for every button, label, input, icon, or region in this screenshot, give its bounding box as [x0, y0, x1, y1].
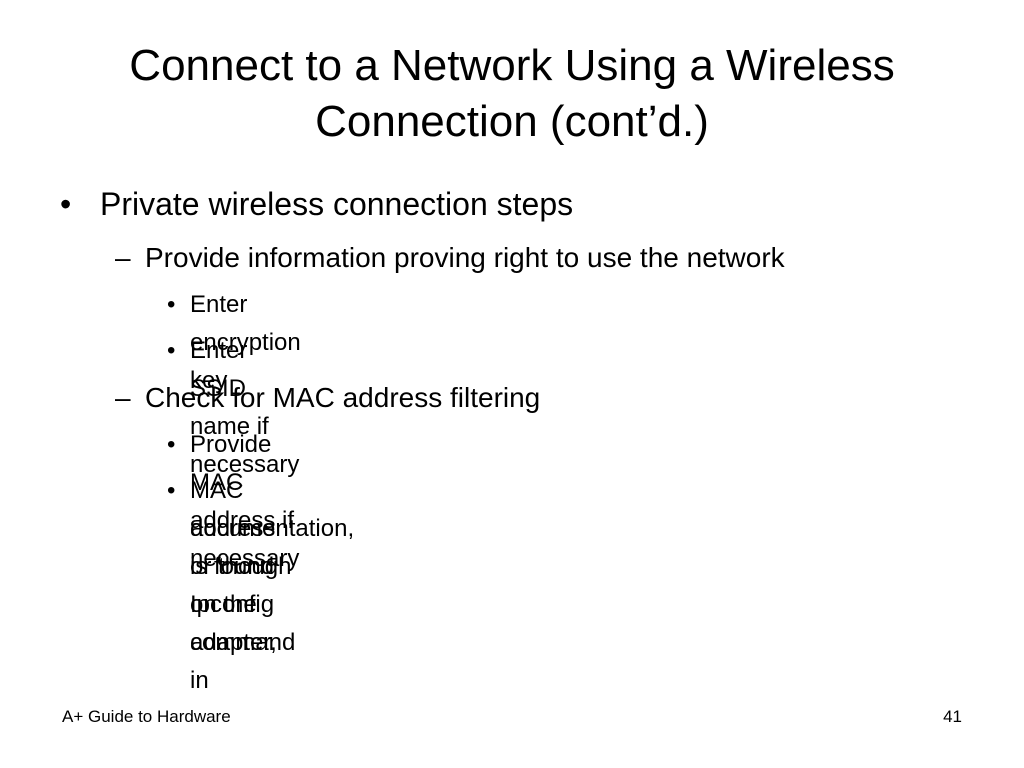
bullet-marker: • — [167, 431, 176, 458]
slide-number: 41 — [943, 707, 962, 726]
title-line-1: Connect to a Network Using a Wireless — [129, 41, 895, 90]
slide-title: Connect to a Network Using a Wireless Co… — [40, 38, 984, 150]
sub-sub-item-text: Enter encryption key — [190, 291, 301, 394]
sub-sub-item-text-line-1: MAC address is found on the adapter, in — [190, 477, 277, 694]
bullet-marker: • — [167, 291, 176, 318]
sub-sub-item-text: Enter SSID name if necessary — [190, 337, 300, 478]
sub-item-text: Check for MAC address filtering — [145, 382, 541, 413]
dash-marker: – — [115, 242, 131, 273]
bullet-text: Private wireless connection steps — [100, 186, 574, 222]
sub-sub-item-text: Provide MAC address if necessary — [190, 431, 300, 572]
bullet-marker: • — [60, 186, 72, 222]
title-line-2: Connection (cont’d.) — [315, 97, 709, 146]
sub-sub-item-text-line-2: documentation, or though Ipconfig comman… — [190, 515, 355, 656]
sub-item-text: Provide information proving right to use… — [145, 242, 785, 273]
footer-course-title: A+ Guide to Hardware — [62, 707, 231, 726]
bullet-marker: • — [167, 477, 176, 504]
bullet-marker: • — [167, 337, 176, 364]
dash-marker: – — [115, 382, 131, 413]
